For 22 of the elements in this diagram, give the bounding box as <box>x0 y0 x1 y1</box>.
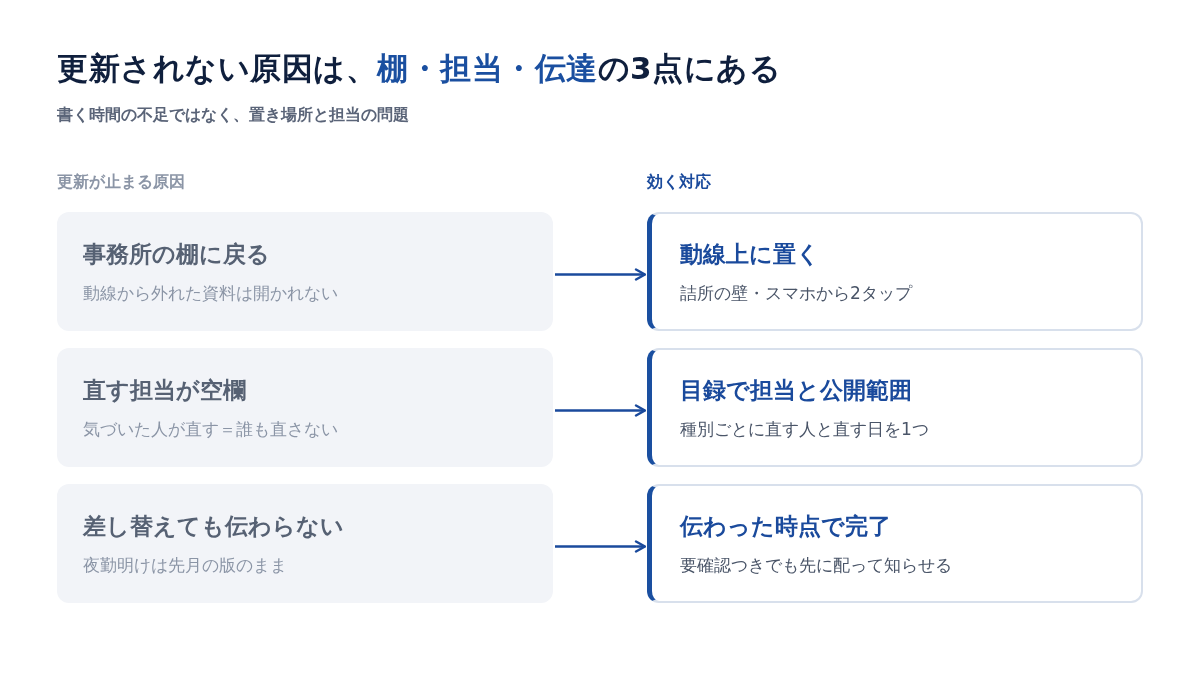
card-heading: 直す担当が空欄 <box>83 376 246 405</box>
card-text: 種別ごとに直す人と直す日を1つ <box>680 418 929 441</box>
remedy-card <box>647 484 1143 603</box>
arrow <box>555 404 647 417</box>
card-text: 夜勤明けは先月の版のまま <box>83 554 287 577</box>
card-text: 要確認つきでも先に配って知らせる <box>680 554 952 577</box>
card-heading: 目録で担当と公開範囲 <box>680 376 912 405</box>
card-heading: 差し替えても伝わらない <box>83 512 344 541</box>
card-text: 詰所の壁・スマホから2タップ <box>680 282 912 305</box>
arrow <box>555 540 647 553</box>
title: 更新されない原因は、棚・担当・伝達の3点にある <box>57 49 782 88</box>
remedy-card <box>647 212 1143 331</box>
column-heading: 効く対応 <box>647 171 711 193</box>
card-heading: 動線上に置く <box>680 240 820 269</box>
subtitle: 書く時間の不足ではなく、置き場所と担当の問題 <box>57 104 409 126</box>
card-heading: 伝わった時点で完了 <box>680 512 891 541</box>
column-heading: 更新が止まる原因 <box>57 171 185 193</box>
card-heading: 事務所の棚に戻る <box>83 240 270 269</box>
card-text: 気づいた人が直す＝誰も直さない <box>83 418 338 441</box>
remedy-card <box>647 348 1143 467</box>
card-text: 動線から外れた資料は開かれない <box>83 282 338 305</box>
arrow <box>555 268 647 281</box>
